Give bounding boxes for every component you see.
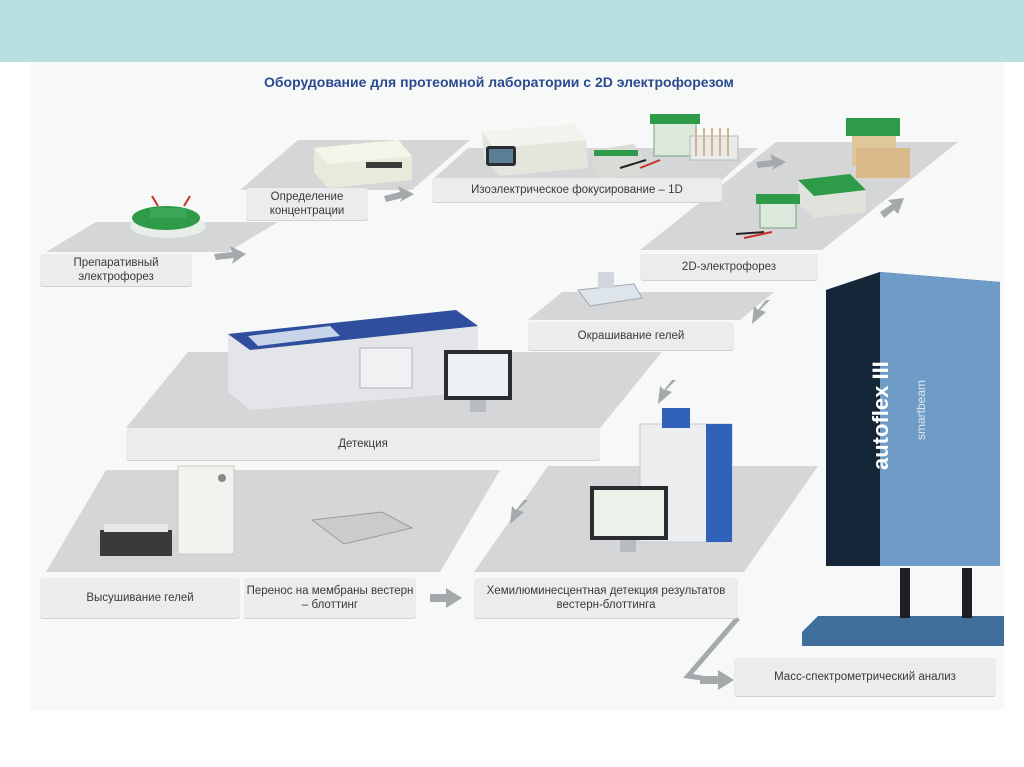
step-chemiluminescent-detection: Хемилюминесцентная детекция результатов … <box>474 578 738 618</box>
slide-title: Оборудование для протеомной лаборатории … <box>264 74 734 90</box>
instrument-model-text: smartbeam <box>914 379 928 440</box>
platform-drying <box>46 470 500 572</box>
step-isoelectric-focusing: Изоэлектрическое фокусирование – 1D <box>432 178 722 202</box>
step-2d-electrophoresis: 2D-электрофорез <box>640 254 818 280</box>
tube-rack <box>689 128 739 161</box>
step-detection: Детекция <box>126 428 600 460</box>
gel-dryer <box>100 524 172 556</box>
power-supply-small <box>592 144 642 180</box>
platform-staining <box>528 292 774 320</box>
header-band <box>0 0 1024 62</box>
arrow-to-mass-spec <box>700 670 734 690</box>
arrow-transfer-to-chemi <box>430 588 462 608</box>
detection-monitor <box>444 350 512 412</box>
step-preparative-electrophoresis: Препаративный электрофорез <box>40 254 192 286</box>
arrow-2d-to-staining <box>752 300 770 324</box>
arrow-detection-to-chemi <box>510 500 528 524</box>
step-gel-staining: Окрашивание гелей <box>528 322 734 350</box>
arrow-2d-down <box>880 198 904 218</box>
concentration-instrument <box>314 140 412 188</box>
step-gel-drying: Высушивание гелей <box>40 578 240 618</box>
step-western-transfer: Перенос на мембраны вестерн – блоттинг <box>244 578 416 618</box>
mass-spectrometer <box>802 272 1004 646</box>
arrow-prep-to-conc <box>214 246 246 264</box>
detection-scanner <box>228 310 478 410</box>
2d-gel-tank-right <box>856 148 910 178</box>
arrow-conc-to-ief <box>384 186 414 202</box>
preparative-apparatus <box>130 195 206 238</box>
2d-gel-tank-left <box>735 194 800 239</box>
step-concentration: Определение концентрации <box>246 188 368 220</box>
ief-instrument <box>482 124 588 176</box>
blotting-device <box>310 511 414 545</box>
step-mass-spectrometry: Масс-спектрометрический анализ <box>734 658 996 696</box>
arrow-line-chemi-to-ms <box>683 616 740 681</box>
arrow-staining-to-detection <box>658 380 676 404</box>
arrow-ief-to-2d <box>756 154 786 170</box>
2d-power-supply <box>798 174 866 218</box>
instrument-brand-text: autoflex III <box>868 361 893 470</box>
chemi-monitor <box>590 486 668 552</box>
vacuum-pump <box>177 465 235 555</box>
staining-tray <box>577 272 643 307</box>
